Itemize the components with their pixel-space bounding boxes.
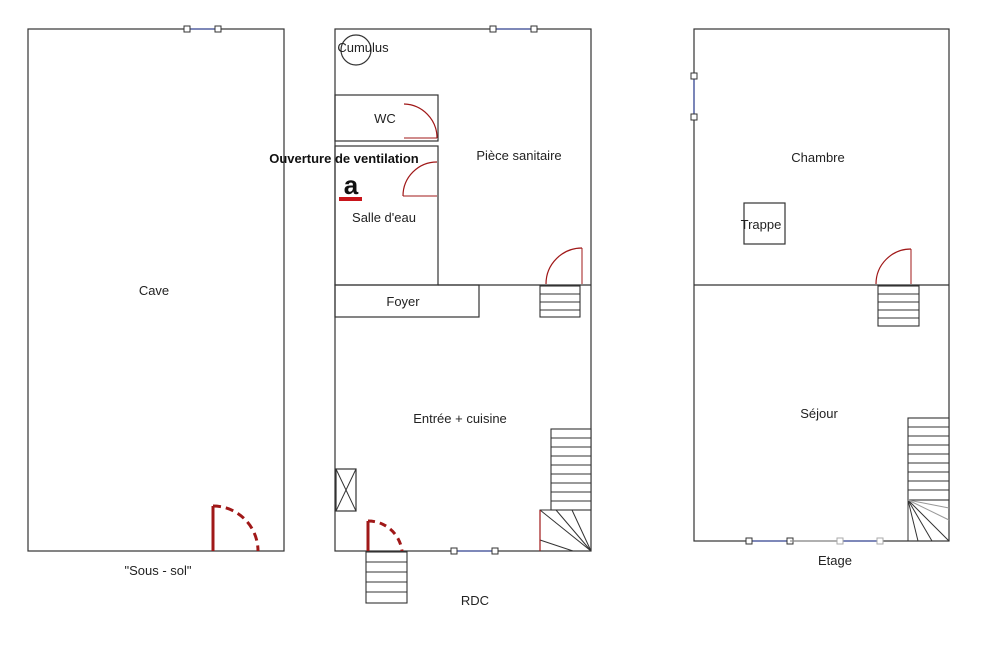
etage-main-stair — [907, 417, 950, 542]
room-label-cave: Cave — [139, 283, 169, 298]
label-ventilation: Ouverture de ventilation — [269, 151, 419, 166]
caption-etage: Etage — [818, 553, 852, 568]
etage-left-window — [690, 72, 698, 121]
plan-etage: Chambre Trappe Séjour — [690, 28, 950, 568]
etage-bottom-window-1 — [745, 537, 794, 545]
salle-eau-door — [402, 161, 438, 197]
foyer-walls — [334, 284, 480, 318]
cave-door — [211, 504, 260, 552]
logo-letter: a — [344, 170, 359, 200]
room-label-wc: WC — [374, 111, 396, 126]
rdc-main-stair — [539, 428, 592, 552]
room-label-salle-eau: Salle d'eau — [352, 210, 416, 225]
room-label-entree-cuisine: Entrée + cuisine — [413, 411, 507, 426]
caption-rdc: RDC — [461, 593, 489, 608]
wc-walls — [334, 94, 439, 142]
cave-walls — [27, 28, 285, 552]
etage-small-stair — [877, 285, 920, 327]
rdc-appliance-box — [335, 468, 357, 512]
caption-sous-sol: "Sous - sol" — [124, 563, 191, 578]
piece-sanitaire-door — [545, 247, 583, 285]
room-label-cumulus: Cumulus — [337, 40, 389, 55]
room-label-piece-sanitaire: Pièce sanitaire — [476, 148, 561, 163]
cave-window — [183, 25, 222, 33]
etage-bottom-window-2 — [790, 537, 884, 545]
plan-rdc: Cumulus WC Salle d'eau a Ouverture de ve… — [269, 25, 592, 608]
room-label-sejour: Séjour — [800, 406, 838, 421]
rdc-bottom-window — [450, 547, 499, 555]
room-label-trappe: Trappe — [741, 217, 782, 232]
chambre-door — [875, 248, 912, 285]
room-label-foyer: Foyer — [386, 294, 420, 309]
trappe-box — [743, 202, 786, 245]
cumulus-tank — [340, 34, 372, 66]
brand-logo: a — [339, 170, 362, 201]
rdc-top-window — [489, 25, 538, 33]
rdc-small-stair — [539, 285, 581, 318]
plan-sous-sol: Cave "Sous - sol" — [27, 25, 285, 578]
room-label-chambre: Chambre — [791, 150, 844, 165]
rdc-entry-door — [366, 519, 404, 552]
rdc-outside-steps — [365, 551, 408, 604]
wc-door — [403, 103, 438, 139]
